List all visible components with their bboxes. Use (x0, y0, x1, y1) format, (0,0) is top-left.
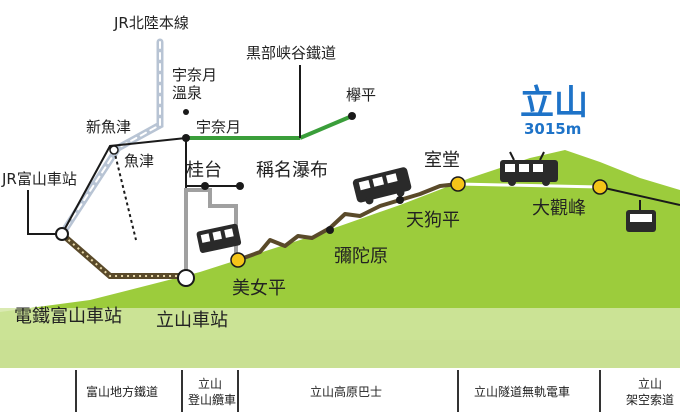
station-dot-tateyama (177, 269, 195, 287)
label-unazuki-onsen-1: 宇奈月 (172, 66, 217, 84)
highland-bus-road (237, 182, 459, 262)
label-dentetsu-toyama: 電鐵富山車站 (14, 306, 122, 327)
label-katsuradai: 桂台 (186, 160, 222, 181)
station-dot-keyaki (348, 112, 356, 120)
cable-car-icon (196, 223, 242, 253)
segment-toyama-chiho: 富山地方鐵道 (86, 384, 158, 399)
label-kurobe-gorge: 黒部峡谷鐵道 (246, 44, 336, 62)
label-daikanbo: 大觀峰 (532, 198, 586, 219)
trolley-bus-icon (500, 151, 558, 186)
segment-ropeway-2: 架空索道 (626, 393, 674, 407)
trolley-bus-line (457, 182, 601, 189)
mountain-elevation: 3015m (524, 120, 581, 138)
station-dot-unazuki-upper (183, 109, 189, 115)
label-jr-hokuriku: JR北陸本線 (113, 14, 189, 32)
label-murodo: 室堂 (424, 150, 460, 171)
segment-highland-bus: 立山高原巴士 (310, 384, 382, 399)
label-bijodaira: 美女平 (232, 278, 286, 299)
label-shin-uozu: 新魚津 (86, 118, 131, 136)
station-dot-midagahara (326, 226, 334, 234)
station-dot-bijodaira (230, 252, 246, 268)
railway-ladder (62, 233, 186, 279)
ropeway-cabin-icon (626, 200, 656, 232)
segment-strip (0, 368, 680, 420)
station-dot-shin-uozu (109, 145, 119, 155)
segment-cable-car-2: 登山纜車 (188, 392, 236, 407)
station-dot-murodo (450, 176, 466, 192)
mountain-name: 立山 (520, 83, 588, 123)
base-band (0, 308, 680, 368)
station-dot-katsuradai (201, 182, 209, 190)
station-dot-jr-toyama (55, 227, 69, 241)
label-tateyama-station: 立山車站 (156, 310, 228, 331)
highland-bus-icon (352, 167, 412, 205)
label-midagahara: 彌陀原 (334, 246, 388, 267)
label-unazuki-onsen-2: 溫泉 (172, 84, 202, 102)
jr-hokuriku-line (58, 38, 164, 238)
ropeway-line (599, 186, 680, 206)
label-tengudaira: 天狗平 (406, 210, 460, 231)
label-jr-toyama: JR富山車站 (1, 170, 77, 188)
station-dot-shomyo (236, 182, 244, 190)
cable-car-line (184, 188, 238, 278)
segment-dividers (75, 370, 601, 412)
station-dot-daikanbo (592, 179, 608, 195)
segment-cable-car-1: 立山 (198, 376, 222, 391)
label-keyaki: 欅平 (346, 86, 376, 104)
segment-trolley-bus: 立山隧道無軌電車 (474, 384, 570, 399)
label-uozu: 魚津 (124, 152, 154, 170)
kurobe-gorge-line (299, 114, 353, 140)
station-dot-unazuki (182, 134, 190, 142)
segment-ropeway-1: 立山 (638, 376, 662, 391)
station-dot-tengudaira (396, 196, 404, 204)
label-unazuki: 宇奈月 (196, 118, 241, 136)
label-shomyo-falls: 稱名瀑布 (256, 160, 328, 181)
